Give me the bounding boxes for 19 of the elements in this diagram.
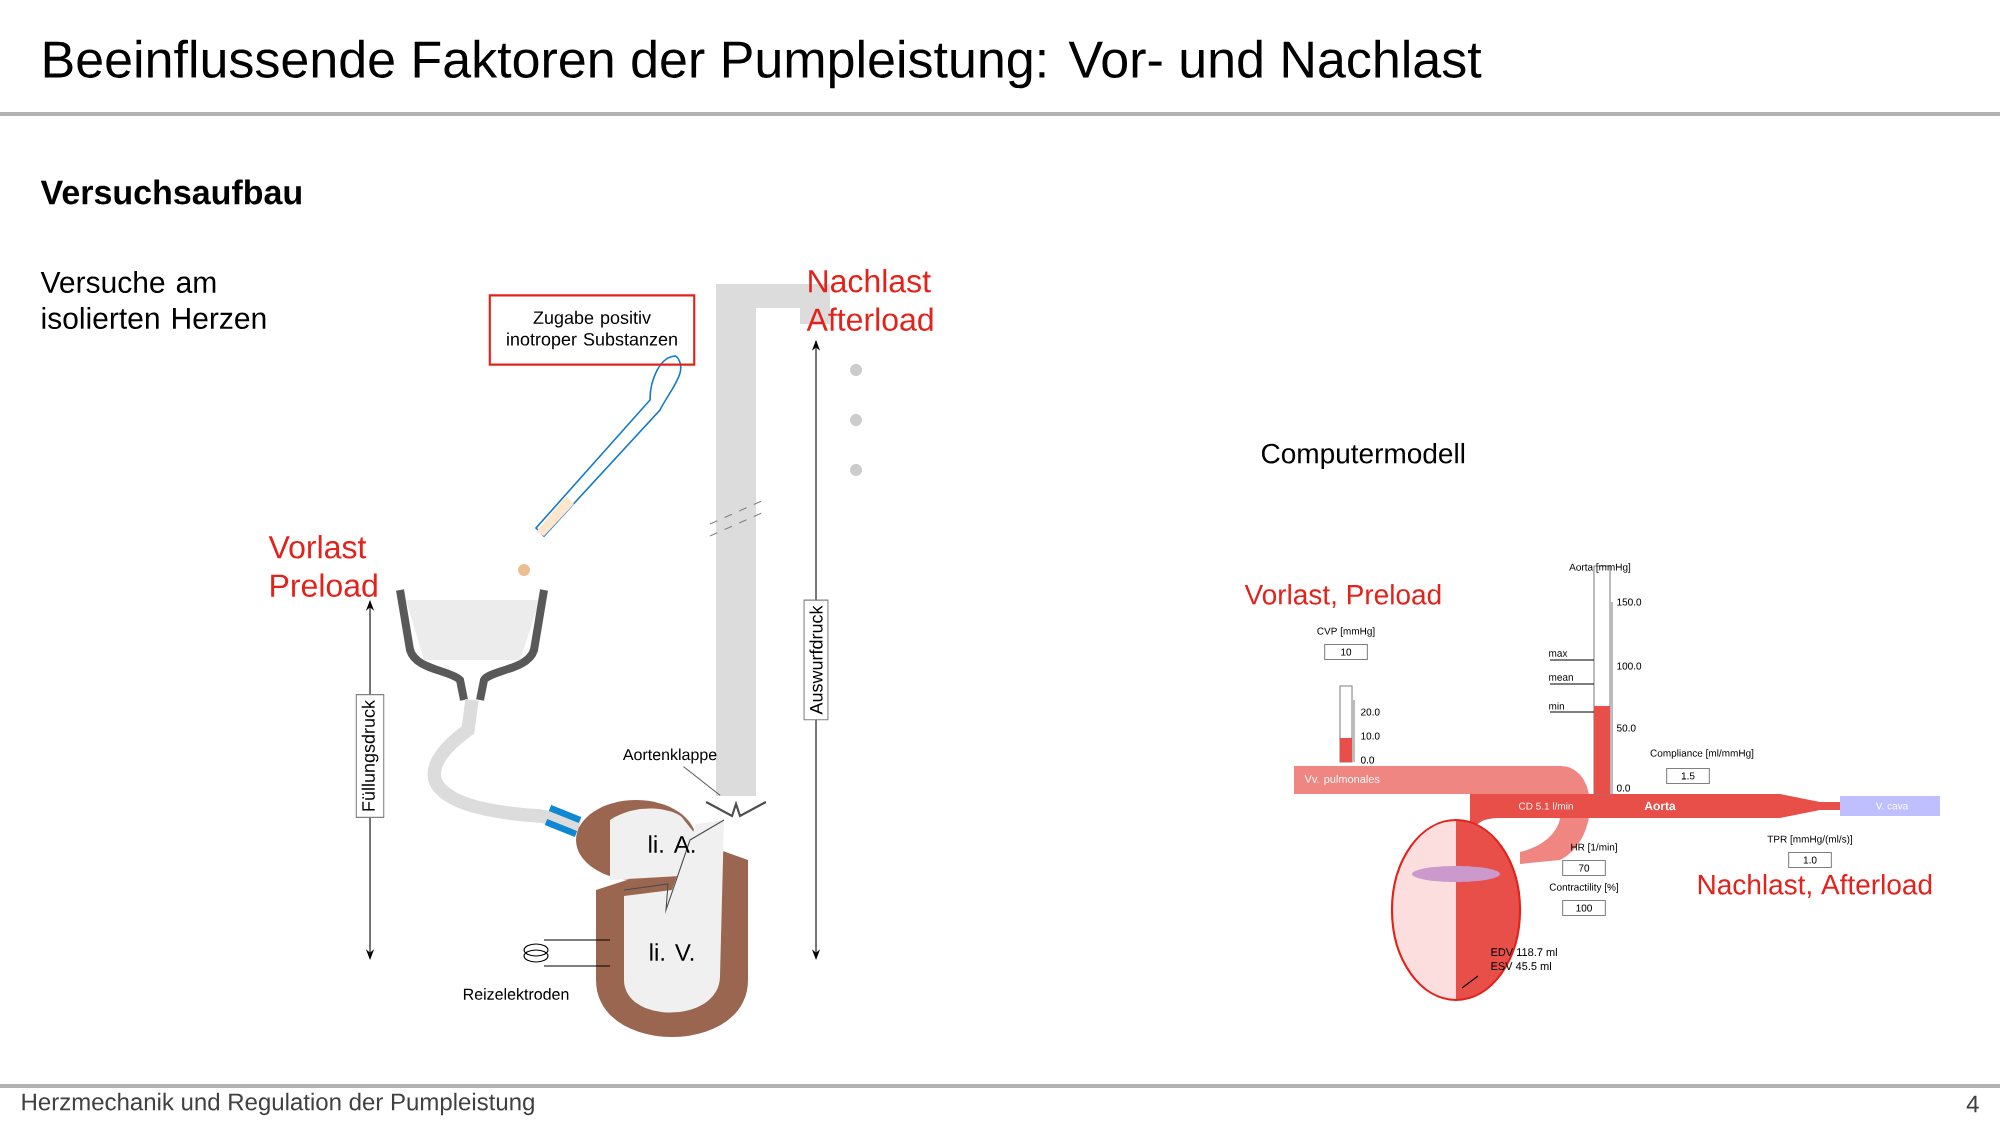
callout-text: Vorlast, Preload: [1244, 584, 1441, 608]
part-label: Reizelektroden: [463, 988, 569, 1000]
rotated-label: Auswurfdruck: [803, 599, 829, 721]
section-heading: Versuchsaufbau: [40, 179, 301, 205]
description-text: Versuche am isolierten Herzen: [40, 270, 266, 329]
callout-text: Nachlast Afterload: [806, 269, 933, 331]
rotated-label: Füllungsdruck: [355, 694, 385, 818]
part-label: Aortenklappe: [622, 748, 717, 764]
slide-title: Beeinflussende Faktoren der Pumpleistung: Vor- und Nachlast: [44, 39, 1482, 89]
page-number: 4: [1966, 1095, 1979, 1113]
callout-text: Nachlast, Afterload: [1698, 874, 1932, 898]
chamber-label: li. V.: [650, 943, 694, 961]
subtitle-text: Computermodell: [1261, 442, 1465, 470]
leader-line: [683, 766, 721, 796]
chamber-label: li. A.: [649, 835, 695, 853]
valve-drawing: [705, 800, 767, 818]
callout-text: Vorlast Preload: [268, 535, 377, 597]
footer-text: Herzmechanik und Regulation der Pumpleistung: [22, 1092, 534, 1116]
annotation-box: Zugabe positiv inotroper Substanzen: [488, 294, 696, 366]
